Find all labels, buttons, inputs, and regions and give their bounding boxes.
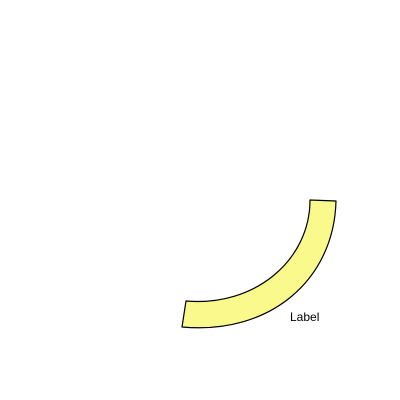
curved-band-shape[interactable]: [181, 199, 337, 329]
shape-label: Label: [290, 310, 319, 324]
